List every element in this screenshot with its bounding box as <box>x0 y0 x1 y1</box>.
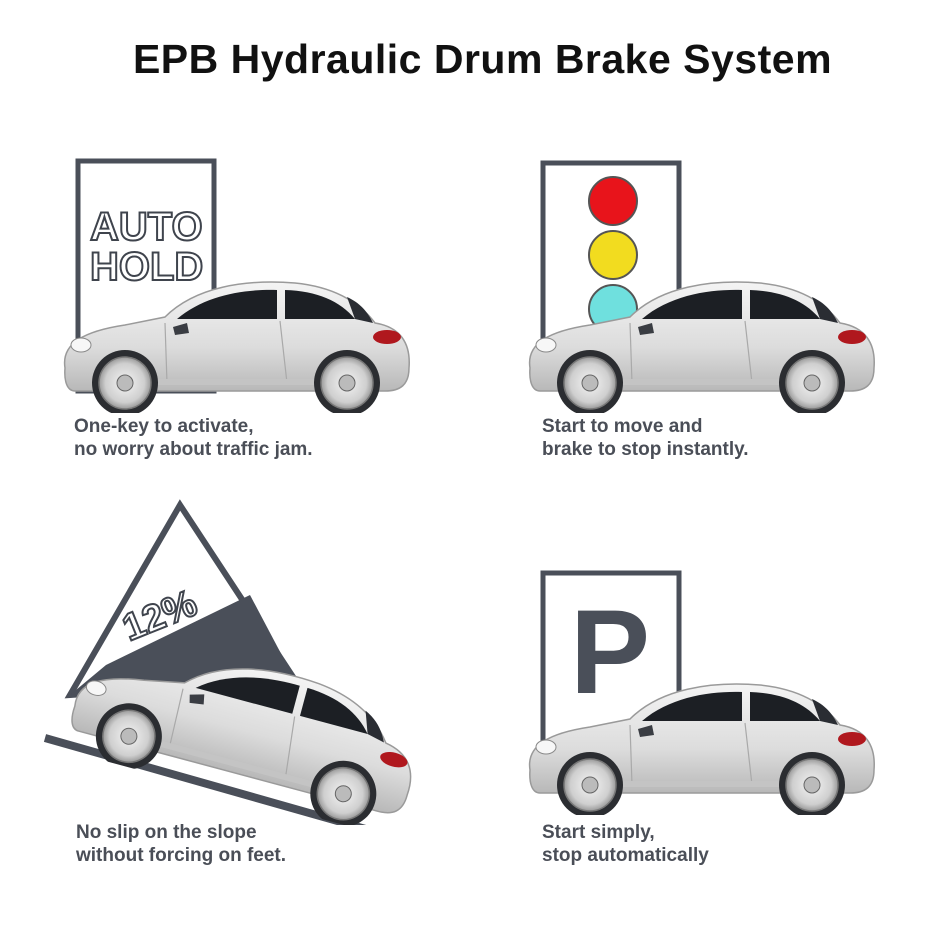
caption-slope: No slip on the slope without forcing on … <box>76 821 456 867</box>
auto-hold-line1: AUTO <box>89 204 204 250</box>
panel-parking: P Start simply, stop automatically <box>515 565 915 885</box>
caption-line: One-key to activate, <box>74 416 254 437</box>
parking-p-icon: P <box>570 585 651 719</box>
caption-line: brake to stop instantly. <box>542 439 749 460</box>
panel-auto-hold: AUTO HOLD One-key to activate, no worry … <box>50 155 450 475</box>
caption-line: without forcing on feet. <box>76 845 287 866</box>
car-image <box>528 281 875 413</box>
caption-parking: Start simply, stop automatically <box>542 821 922 867</box>
auto-hold-line2: HOLD <box>89 244 204 290</box>
page-title: EPB Hydraulic Drum Brake System <box>132 36 833 82</box>
caption-line: stop automatically <box>542 845 709 866</box>
yellow-light-icon <box>588 230 638 280</box>
caption-line: No slip on the slope <box>76 822 257 843</box>
caption-line: Start simply, <box>542 822 655 843</box>
red-light-icon <box>588 176 638 226</box>
caption-traffic-light: Start to move and brake to stop instantl… <box>542 415 922 461</box>
panel-slope: 12% No slip on the slope without forcing… <box>40 495 440 866</box>
caption-line: no worry about traffic jam. <box>74 439 313 460</box>
caption-auto-hold: One-key to activate, no worry about traf… <box>74 415 454 461</box>
car-image <box>63 281 410 413</box>
panel-traffic-light: Start to move and brake to stop instantl… <box>515 155 915 475</box>
caption-line: Start to move and <box>542 416 703 437</box>
